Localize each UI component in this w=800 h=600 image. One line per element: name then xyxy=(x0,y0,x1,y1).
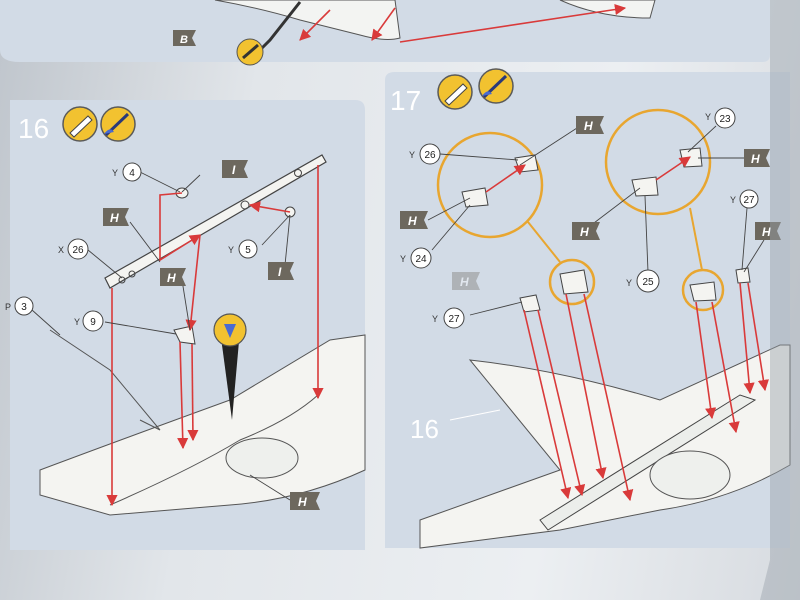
svg-text:H: H xyxy=(584,119,593,133)
brush-icon xyxy=(100,106,136,142)
top-panel: B xyxy=(0,0,770,66)
callout-y4: Y 4 xyxy=(112,162,142,182)
svg-text:26: 26 xyxy=(72,245,84,256)
svg-text:Y: Y xyxy=(409,150,415,160)
part-y23 xyxy=(679,147,703,168)
svg-text:I: I xyxy=(278,265,282,279)
flag-h-y9: H xyxy=(160,268,186,286)
flag-h-wing: H xyxy=(290,492,320,510)
part-y27-right xyxy=(735,267,751,284)
glue-pointer xyxy=(220,330,240,420)
flag-h-right-top: H xyxy=(744,149,770,167)
svg-text:24: 24 xyxy=(415,254,427,265)
svg-text:Y: Y xyxy=(74,317,80,327)
svg-text:H: H xyxy=(167,271,176,285)
flag-h-left: H xyxy=(400,211,428,229)
step17-number: 17 xyxy=(390,85,421,116)
svg-text:4: 4 xyxy=(129,168,135,179)
callout-y9: Y 9 xyxy=(74,310,104,332)
callout-y27-right: Y 27 xyxy=(730,189,759,209)
step16-number: 16 xyxy=(18,113,49,144)
ref-step-16: 16 xyxy=(410,414,439,444)
flag-h-faded: H xyxy=(452,272,480,290)
svg-text:Y: Y xyxy=(730,195,736,205)
svg-text:H: H xyxy=(751,152,760,166)
glue-icon xyxy=(437,74,473,110)
svg-text:27: 27 xyxy=(743,195,755,206)
svg-text:Y: Y xyxy=(705,112,711,122)
flag-i-top: I xyxy=(222,160,248,178)
svg-text:3: 3 xyxy=(21,302,27,313)
flag-h-spar: H xyxy=(103,208,129,226)
brush-icon xyxy=(478,68,514,104)
zoom-target-left xyxy=(548,258,596,306)
svg-text:Y: Y xyxy=(228,245,234,255)
callout-y24: Y 24 xyxy=(400,247,432,269)
svg-text:H: H xyxy=(298,495,307,509)
svg-text:Y: Y xyxy=(626,278,632,288)
zoom-ring-left xyxy=(436,131,544,239)
part-y25 xyxy=(631,176,659,197)
svg-text:5: 5 xyxy=(245,245,251,256)
svg-text:Y: Y xyxy=(400,254,406,264)
top-flag-label: B xyxy=(180,34,188,46)
callout-p3: P 3 xyxy=(5,296,34,316)
callout-y23: Y 23 xyxy=(705,107,736,129)
flag-i-right: I xyxy=(268,262,294,280)
zoom-target-right xyxy=(681,268,725,312)
flag-h-top: H xyxy=(576,116,604,134)
svg-text:H: H xyxy=(110,211,119,225)
svg-text:H: H xyxy=(408,214,417,228)
svg-text:Y: Y xyxy=(432,314,438,324)
flag-h-mid: H xyxy=(572,222,600,240)
step16-panel: 16 xyxy=(5,100,366,550)
part-y24 xyxy=(461,187,489,208)
svg-text:P: P xyxy=(5,302,11,312)
glue-icon xyxy=(62,106,98,142)
svg-text:H: H xyxy=(460,275,469,289)
step17-panel: 17 16 xyxy=(385,68,791,549)
svg-text:Y: Y xyxy=(112,168,118,178)
svg-text:I: I xyxy=(232,163,236,177)
callout-x26: X 26 xyxy=(58,238,89,260)
svg-text:H: H xyxy=(762,225,771,239)
page-edge-shadow xyxy=(760,0,800,600)
callout-y25: Y 25 xyxy=(626,269,660,293)
svg-text:25: 25 xyxy=(642,277,654,288)
callout-y26: Y 26 xyxy=(409,143,441,165)
flag-h-far-right: H xyxy=(755,222,781,240)
part-y27-left xyxy=(519,294,541,313)
svg-text:X: X xyxy=(58,245,64,255)
svg-text:H: H xyxy=(580,225,589,239)
svg-text:27: 27 xyxy=(448,314,460,325)
svg-text:9: 9 xyxy=(90,317,96,328)
callout-y27-left: Y 27 xyxy=(432,307,465,329)
zoom-ring-right xyxy=(604,108,712,216)
svg-text:26: 26 xyxy=(424,150,436,161)
callout-y5: Y 5 xyxy=(228,239,258,259)
svg-text:23: 23 xyxy=(719,114,731,125)
